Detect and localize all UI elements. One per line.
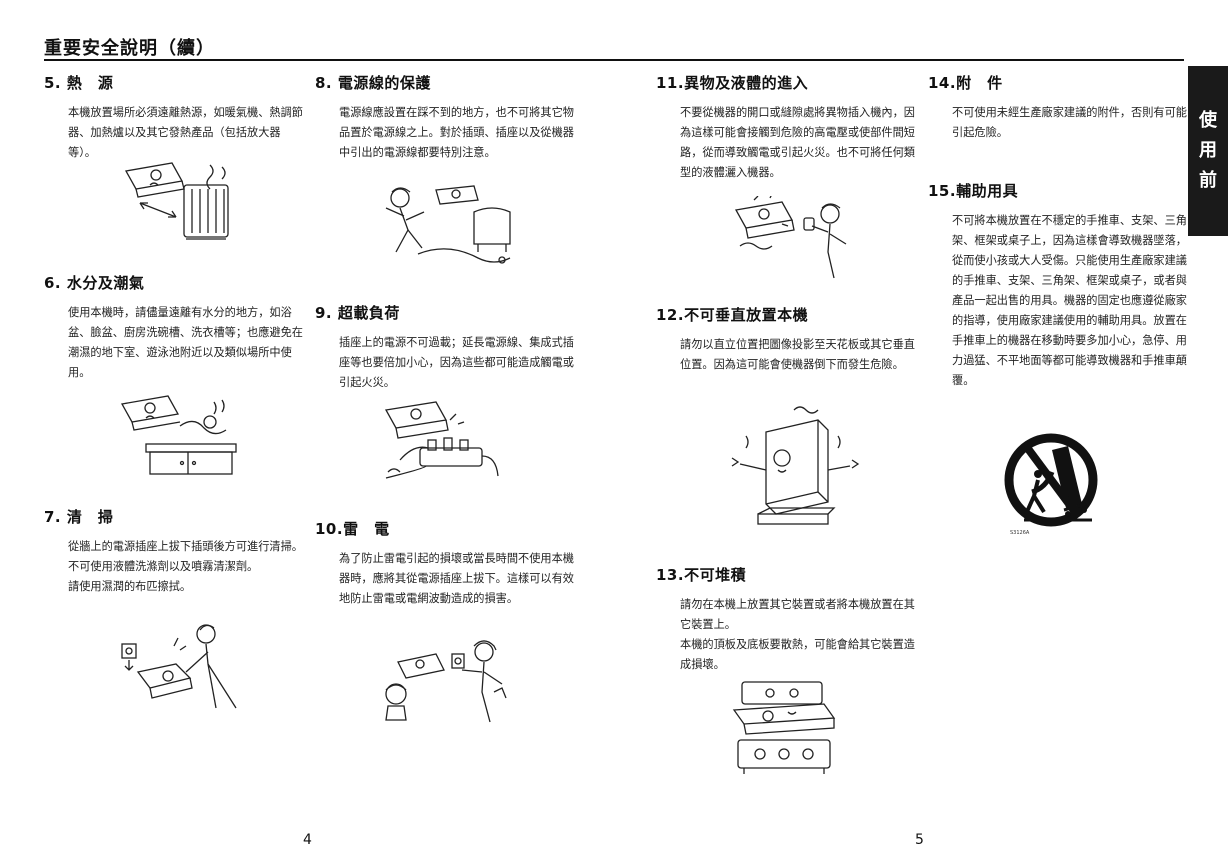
side-tab-char-3: 前 — [1199, 170, 1217, 191]
section-cord-protection: 8. 電源線的保護 電源線應設置在踩不到的地方，也不可將其它物品置於電源線之上。… — [315, 72, 577, 163]
section-body: 請勿以直立位置把圖像投影至天花板或其它垂直位置。因為這可能會使機器倒下而發生危險… — [680, 338, 915, 371]
section-heading: 15.輔助用具 — [928, 182, 1019, 200]
section-water: 6. 水分及潮氣 使用本機時，請儘量遠離有水分的地方，如浴盆、臉盆、廚房洗碗槽、… — [44, 272, 306, 383]
section-heading: 14.附 件 — [928, 74, 1003, 92]
section-body: 不要從機器的開口或縫隙處將異物插入機內，因為這樣可能會接觸到危險的高電壓或使部件… — [680, 106, 915, 179]
section-body: 不可將本機放置在不穩定的手推車、支架、三角架、框架或桌子上，因為這樣會導致機器墜… — [952, 214, 1187, 387]
section-heading: 9. 超載負荷 — [315, 304, 400, 322]
overloaded-outlet-illustration — [380, 398, 502, 490]
section-cleaning: 7. 清 掃 從牆上的電源插座上拔下插頭後方可進行清掃。不可使用液體洗滌劑以及噴… — [44, 506, 306, 597]
section-heading: 7. 清 掃 — [44, 508, 114, 526]
side-tab-char-2: 用 — [1199, 140, 1217, 161]
page-title: 重要安全說明（續） — [44, 38, 215, 59]
section-heading: 11.異物及液體的進入 — [656, 74, 809, 92]
liquid-spill-illustration — [730, 196, 854, 280]
section-body: 不可使用未經生產廠家建議的附件，否則有可能引起危險。 — [952, 106, 1187, 139]
section-body: 請使用濕潤的布匹擦拭。 — [68, 580, 192, 593]
section-overload: 9. 超載負荷 插座上的電源不可過載；延長電源線、集成式插座等也要倍加小心，因為… — [315, 302, 577, 393]
page-number-right: 5 — [915, 832, 924, 848]
section-auxiliary-tools: 15.輔助用具 不可將本機放置在不穩定的手推車、支架、三角架、框架或桌子上，因為… — [928, 180, 1190, 391]
section-body: 本機放置場所必須遠離熱源，如暖氣機、熱調節器、加熱爐以及其它發熱產品（包括放大器… — [68, 106, 303, 159]
cleaning-illustration — [116, 620, 244, 712]
sink-illustration — [118, 392, 242, 478]
section-heading: 6. 水分及潮氣 — [44, 274, 145, 292]
section-body: 插座上的電源不可過載；延長電源線、集成式插座等也要倍加小心，因為這些都可能造成觸… — [339, 336, 574, 389]
page-number-left: 4 — [303, 832, 312, 848]
section-body: 為了防止雷電引起的損壞或當長時間不使用本機器時，應將其從電源插座上拔下。這樣可以… — [339, 552, 574, 605]
section-body: 使用本機時，請儘量遠離有水分的地方，如浴盆、臉盆、廚房洗碗槽、洗衣槽等；也應避免… — [68, 306, 303, 379]
heater-illustration — [120, 155, 240, 247]
section-no-stacking: 13.不可堆積 請勿在本機上放置其它裝置或者將本機放置在其它裝置上。 本機的頂板… — [656, 564, 918, 675]
section-heading: 12.不可垂直放置本機 — [656, 306, 809, 324]
cart-symbol-caption: S3126A — [1010, 530, 1030, 536]
trip-over-cord-illustration — [378, 182, 516, 272]
section-foreign-objects: 11.異物及液體的進入 不要從機器的開口或縫隙處將異物插入機內，因為這樣可能會接… — [656, 72, 918, 183]
section-body: 本機的頂板及底板要散熱，可能會給其它裝置造成損壞。 — [680, 638, 915, 671]
title-rule — [44, 59, 1184, 61]
unplug-illustration — [378, 632, 518, 724]
stacked-devices-illustration — [730, 678, 838, 778]
section-body: 請勿在本機上放置其它裝置或者將本機放置在其它裝置上。 — [680, 598, 915, 631]
section-body: 電源線應設置在踩不到的地方，也不可將其它物品置於電源線之上。對於插頭、插座以及從… — [339, 106, 574, 159]
section-heat: 5. 熱 源 本機放置場所必須遠離熱源，如暖氣機、熱調節器、加熱爐以及其它發熱產… — [44, 72, 306, 163]
side-tab-char-1: 使 — [1199, 110, 1217, 131]
section-lightning: 10.雷 電 為了防止雷電引起的損壞或當長時間不使用本機器時，應將其從電源插座上… — [315, 518, 577, 609]
side-tab: 使 用 前 — [1188, 66, 1228, 236]
cart-warning-symbol: S3126A — [1004, 430, 1098, 538]
section-heading: 13.不可堆積 — [656, 566, 747, 584]
section-heading: 8. 電源線的保護 — [315, 74, 431, 92]
section-accessories: 14.附 件 不可使用未經生產廠家建議的附件，否則有可能引起危險。 — [928, 72, 1190, 143]
section-no-vertical: 12.不可垂直放置本機 請勿以直立位置把圖像投影至天花板或其它垂直位置。因為這可… — [656, 304, 918, 375]
section-heading: 5. 熱 源 — [44, 74, 114, 92]
section-heading: 10.雷 電 — [315, 520, 390, 538]
section-body: 從牆上的電源插座上拔下插頭後方可進行清掃。不可使用液體洗滌劑以及噴霧清潔劑。 — [68, 540, 303, 573]
vertical-projector-illustration — [726, 400, 862, 534]
